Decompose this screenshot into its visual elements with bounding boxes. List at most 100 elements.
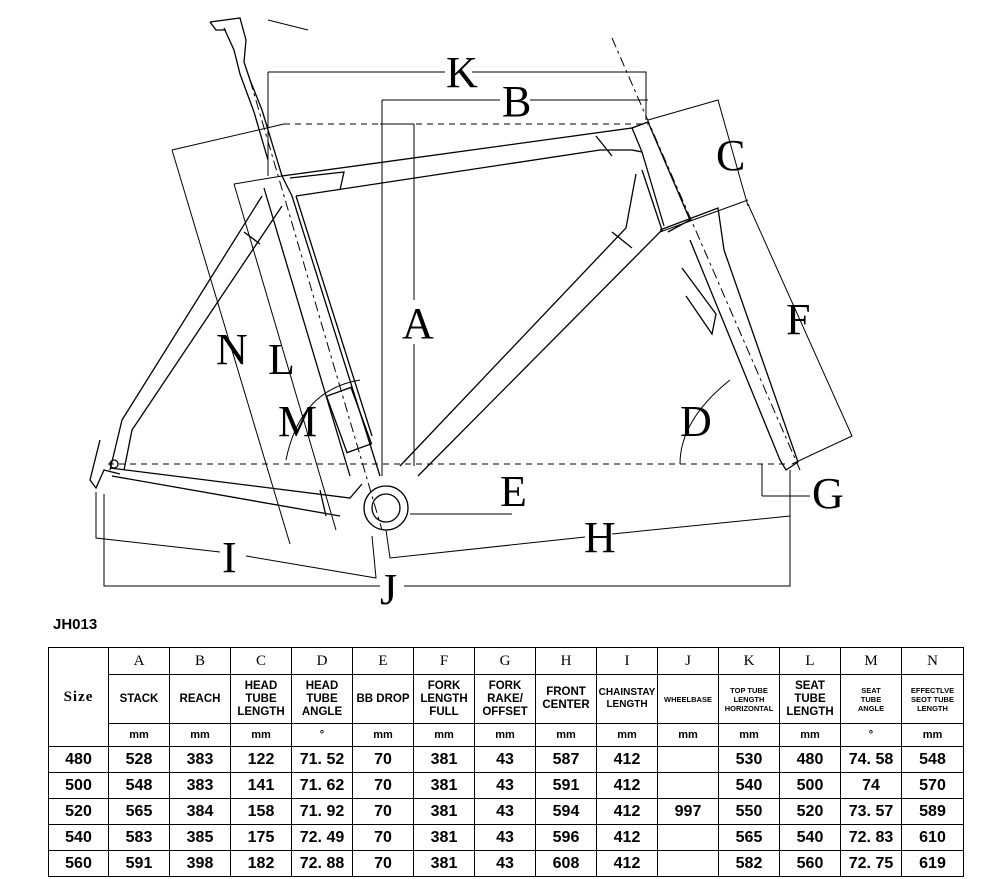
column-letter-e: E (352, 647, 414, 675)
dimension-labels: K B C A F N L M D E G H I J (216, 48, 844, 610)
value-cell-l: 540 (779, 824, 841, 851)
value-cell-g: 43 (474, 798, 536, 825)
column-name-line: REACH (179, 692, 221, 705)
value-cell-g: 43 (474, 850, 536, 877)
label-i: I (222, 533, 237, 582)
label-f: F (786, 295, 810, 344)
label-j: J (380, 565, 397, 610)
column-unit-k: mm (718, 723, 780, 747)
column-name-line: TOP TUBE (730, 685, 768, 695)
column-name-line: STACK (119, 692, 159, 705)
column-name-line: SEAT (795, 679, 825, 692)
value-cell-j (657, 824, 719, 851)
size-cell: 520 (48, 798, 109, 825)
column-letter-n: N (901, 647, 964, 675)
value-cell-m: 72. 83 (840, 824, 902, 851)
value-cell-c: 122 (230, 746, 292, 773)
value-cell-b: 385 (169, 824, 231, 851)
value-cell-m: 74 (840, 772, 902, 799)
column-name-line: TUBE (306, 692, 338, 705)
column-name-a: STACK (108, 674, 170, 724)
column-name-line: CHAINSTAY (598, 687, 656, 698)
dimension-lines (95, 19, 853, 587)
size-cell: 560 (48, 850, 109, 877)
value-cell-d: 72. 49 (291, 824, 353, 851)
column-name-j: WHEELBASE (657, 674, 719, 724)
column-unit-e: mm (352, 723, 414, 747)
column-name-line: BB DROP (356, 692, 410, 705)
column-name-line: FORK (488, 679, 522, 692)
column-unit-c: mm (230, 723, 292, 747)
column-unit-h: mm (535, 723, 597, 747)
label-b: B (502, 77, 531, 126)
column-name-line: LENGTH (237, 705, 285, 718)
column-unit-d: ° (291, 723, 353, 747)
column-name-line: SEAT (861, 685, 881, 695)
value-cell-a: 565 (108, 798, 170, 825)
label-c: C (716, 131, 745, 180)
frame-outline (89, 17, 799, 531)
column-letter-j: J (657, 647, 719, 675)
column-name-line: HEAD (244, 679, 278, 692)
value-cell-b: 398 (169, 850, 231, 877)
column-unit-l: mm (779, 723, 841, 747)
column-name-line: TUBE (860, 694, 882, 704)
value-cell-i: 412 (596, 824, 658, 851)
value-cell-k: 530 (718, 746, 780, 773)
value-cell-h: 591 (535, 772, 597, 799)
column-unit-n: mm (901, 723, 964, 747)
column-name-line: SEOT TUBE (911, 694, 954, 704)
frame-geometry-diagram: K B C A F N L M D E G H I J (89, 17, 853, 610)
column-name-line: EFFECTLVE (910, 685, 955, 695)
column-name-b: REACH (169, 674, 231, 724)
value-cell-j (657, 772, 719, 799)
value-cell-l: 520 (779, 798, 841, 825)
column-name-line: LENGTH (606, 699, 648, 710)
value-cell-h: 608 (535, 850, 597, 877)
value-cell-e: 70 (352, 798, 414, 825)
column-letter-b: B (169, 647, 231, 675)
value-cell-a: 528 (108, 746, 170, 773)
value-cell-c: 175 (230, 824, 292, 851)
value-cell-l: 500 (779, 772, 841, 799)
value-cell-g: 43 (474, 824, 536, 851)
label-k: K (446, 48, 478, 97)
value-cell-h: 594 (535, 798, 597, 825)
value-cell-m: 73. 57 (840, 798, 902, 825)
value-cell-m: 72. 75 (840, 850, 902, 877)
column-name-line: CENTER (542, 699, 590, 711)
value-cell-c: 182 (230, 850, 292, 877)
size-header: Size (48, 647, 109, 747)
value-cell-e: 70 (352, 824, 414, 851)
column-letter-i: I (596, 647, 658, 675)
value-cell-h: 596 (535, 824, 597, 851)
value-cell-d: 71. 92 (291, 798, 353, 825)
value-cell-e: 70 (352, 772, 414, 799)
column-unit-i: mm (596, 723, 658, 747)
column-name-line: ANGLE (301, 705, 343, 718)
value-cell-i: 412 (596, 798, 658, 825)
column-name-line: WHEELBASE (664, 694, 712, 704)
size-cell: 500 (48, 772, 109, 799)
column-unit-b: mm (169, 723, 231, 747)
column-letter-g: G (474, 647, 536, 675)
column-name-line: LENGTH (786, 705, 834, 718)
value-cell-i: 412 (596, 772, 658, 799)
column-name-line: FORK (427, 679, 461, 692)
column-name-line: RAKE/ (487, 692, 523, 705)
value-cell-f: 381 (413, 772, 475, 799)
